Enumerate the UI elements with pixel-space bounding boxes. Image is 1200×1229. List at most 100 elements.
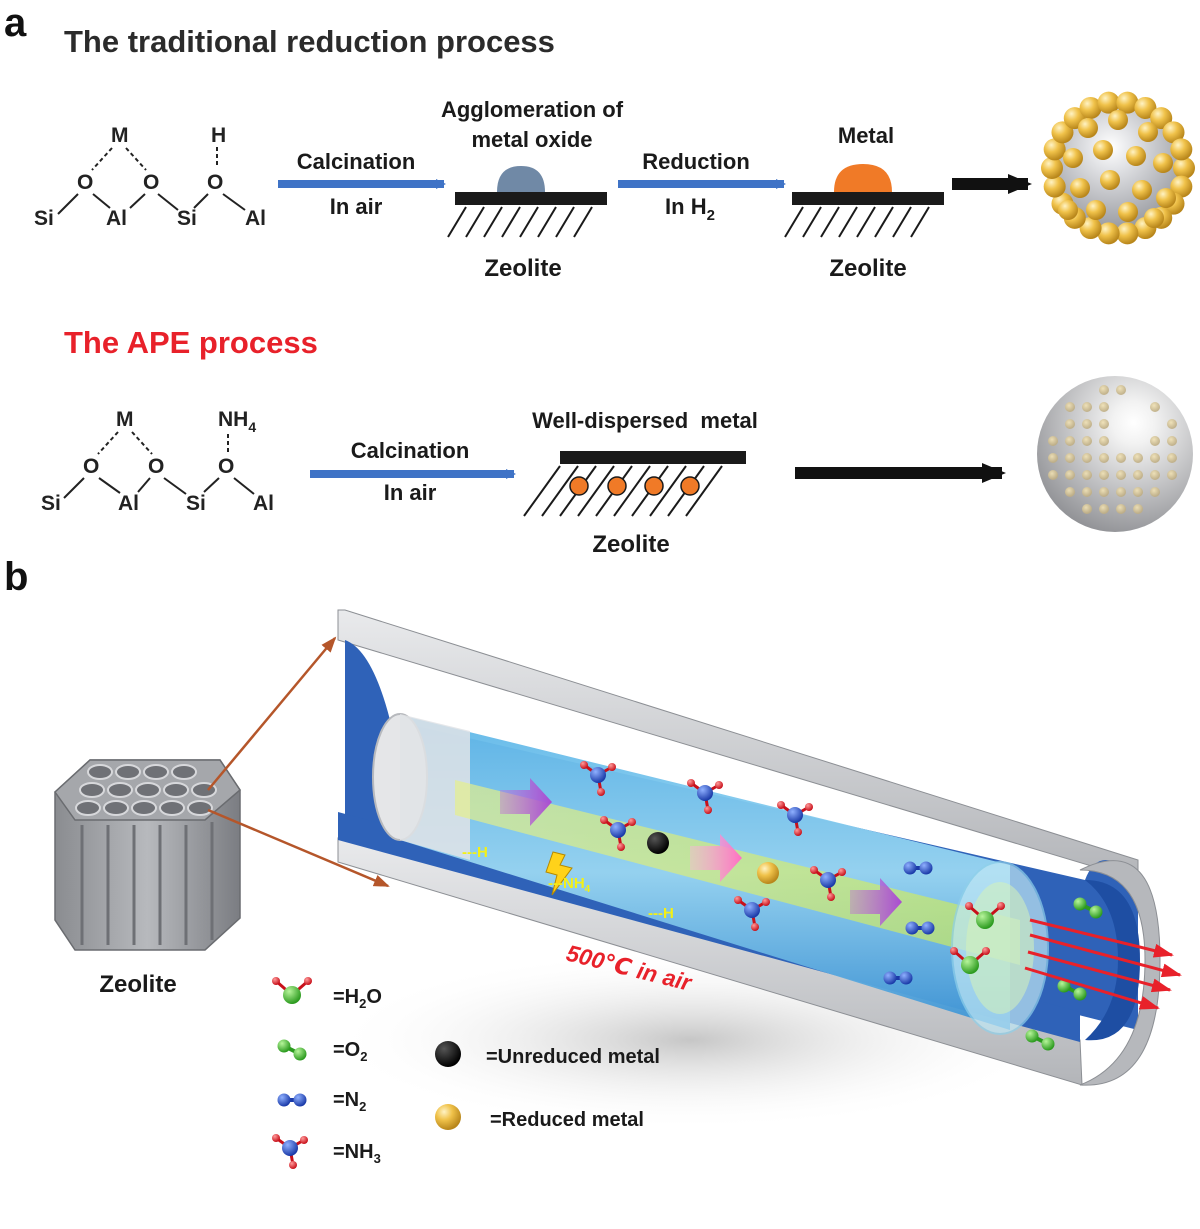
gold-nanoparticle <box>1100 170 1120 190</box>
ape-atom-o-1: O <box>83 455 99 478</box>
gold-nanoparticle <box>1108 110 1128 130</box>
dispersed-dot <box>1099 385 1109 395</box>
unreduced-metal-particle <box>647 832 669 854</box>
legend-nh3-icon <box>272 1134 308 1169</box>
outlet-arrows <box>1024 918 1182 1010</box>
dispersed-dot <box>1116 453 1126 463</box>
zeolite-surface-1 <box>455 192 607 205</box>
gold-nanoparticle <box>1097 91 1120 114</box>
gold-nanoparticle <box>1170 138 1193 161</box>
gold-nanoparticle <box>1173 157 1195 179</box>
dispersed-dot <box>1133 487 1143 497</box>
dispersed-dot <box>1048 470 1058 480</box>
legend-h2o: =H2O <box>333 986 382 1011</box>
dispersed-dot <box>1116 385 1126 395</box>
dispersed-dot <box>1048 453 1058 463</box>
ape-atom-al-2: Al <box>253 492 274 515</box>
legend-o2: =O2 <box>333 1039 367 1064</box>
h-label-2: ---H <box>648 905 674 922</box>
legend-nh3: =NH3 <box>333 1141 381 1166</box>
ape-atom-si-1: Si <box>41 492 61 515</box>
zeolite-surface-2 <box>792 192 944 205</box>
dispersed-dot <box>1082 419 1092 429</box>
flow-arrow-3 <box>850 878 902 926</box>
atom-o-3: O <box>207 171 223 194</box>
panel-a-letter: a <box>4 1 27 45</box>
legend: =H2O =O2 =N2 =NH3 =Unreduced metal =Redu… <box>272 977 660 1169</box>
gold-nanoparticle <box>1079 96 1102 119</box>
zeolite-pore <box>131 800 157 816</box>
gold-nanoparticle <box>1153 153 1173 173</box>
ape-atom-si-2: Si <box>186 492 206 515</box>
dispersed-dot <box>1065 436 1075 446</box>
dispersed-dot <box>1048 436 1058 446</box>
dispersed-dot <box>1082 436 1092 446</box>
dispersed-dot <box>1099 453 1109 463</box>
dispersed-dot <box>1099 436 1109 446</box>
metal-oxide-particle <box>497 166 545 192</box>
calcination-label-2: Calcination <box>351 438 470 463</box>
dispersed-dot <box>1065 402 1075 412</box>
metal-particle <box>834 164 892 192</box>
dispersed-dot <box>1167 470 1177 480</box>
oxygen-molecule <box>1073 897 1103 919</box>
dispersed-dot <box>1116 504 1126 514</box>
dispersed-dot <box>1167 419 1177 429</box>
zeolite-pore <box>103 800 129 816</box>
legend-reduced: =Reduced metal <box>490 1109 644 1131</box>
dispersed-dot <box>1150 402 1160 412</box>
atom-h: H <box>211 124 226 147</box>
molecules-layer <box>580 761 1103 1051</box>
zeolite-surface-3 <box>560 451 746 464</box>
nitrogen-molecule <box>905 921 935 935</box>
ammonia-molecule <box>600 816 636 851</box>
nitrogen-molecule <box>883 971 913 985</box>
gold-nanoparticle <box>1162 121 1185 144</box>
gold-nanoparticle <box>1086 200 1106 220</box>
water-molecule <box>950 947 990 974</box>
zeolite-pore <box>171 764 197 780</box>
dispersed-dot <box>1099 504 1109 514</box>
gold-nanoparticle <box>1070 178 1090 198</box>
atom-m: M <box>111 124 129 147</box>
ape-atom-al-1: Al <box>118 492 139 515</box>
embedded-metal-2 <box>607 476 627 496</box>
gold-nanoparticle <box>1170 175 1193 198</box>
legend-n2: =N2 <box>333 1089 366 1114</box>
zeolite-pore <box>79 782 105 798</box>
zeolite-pore <box>163 782 189 798</box>
embedded-metal-particles <box>569 476 700 496</box>
reduction-label: Reduction <box>642 149 750 174</box>
dispersed-dot <box>1082 470 1092 480</box>
legend-h2o-icon <box>272 977 312 1004</box>
ape-structure: M NH4 O O O Si Al Si Al <box>41 408 274 515</box>
dispersed-dot <box>1082 402 1092 412</box>
gold-nanoparticle <box>1132 180 1152 200</box>
zeolite-block-label: Zeolite <box>99 971 176 998</box>
legend-unreduced-icon <box>435 1041 461 1067</box>
well-dispersed-label: Well-dispersed metal <box>532 408 758 433</box>
ape-atom-m: M <box>116 408 134 431</box>
agglomerated-sphere <box>1041 91 1195 245</box>
dispersed-dot <box>1082 504 1092 514</box>
dispersed-sphere <box>1037 376 1193 532</box>
gold-nanoparticle <box>1078 118 1098 138</box>
gold-nanoparticle <box>1043 138 1066 161</box>
legend-unreduced: =Unreduced metal <box>486 1046 660 1068</box>
dispersed-dot <box>1167 436 1177 446</box>
ape-title: The APE process <box>64 325 318 360</box>
gold-nanoparticle <box>1058 200 1078 220</box>
ammonia-molecule <box>687 779 723 814</box>
atom-si-2: Si <box>177 207 197 230</box>
gold-nanoparticle <box>1126 146 1146 166</box>
legend-n2-icon <box>277 1093 307 1107</box>
atom-si-1: Si <box>34 207 54 230</box>
agglomeration-label-line2: metal oxide <box>471 127 592 152</box>
surface-hatching-3 <box>523 465 723 517</box>
zeolite-pore <box>159 800 185 816</box>
dispersed-dot <box>1116 470 1126 480</box>
water-molecule <box>965 902 1005 929</box>
pointer-arrow-1 <box>207 636 337 791</box>
gold-nanoparticle <box>1063 148 1083 168</box>
